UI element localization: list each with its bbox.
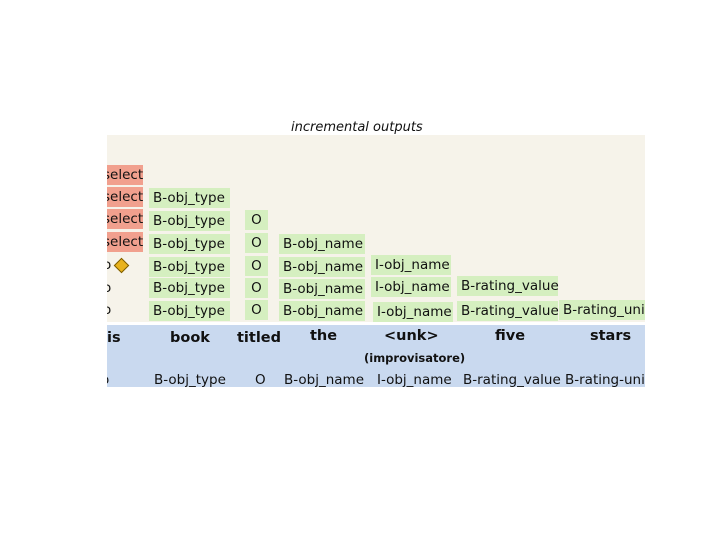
word-the: the [310, 328, 338, 344]
final-output-4: I-obj_name [377, 372, 452, 387]
final-output-2: O [255, 372, 266, 387]
rating-unit-tag: B-rating_uni [559, 300, 645, 320]
word-stars: stars [590, 328, 632, 344]
cut-off-tag: o [107, 280, 112, 296]
obj-type-tag: B-obj_type [149, 278, 230, 298]
select-tag: select [107, 232, 143, 252]
obj-name-tag: B-obj_name [279, 234, 365, 254]
o-tag: O [245, 256, 268, 276]
obj-type-tag: B-obj_type [149, 234, 230, 254]
input-words-band: is book titled the <unk> (improvisatore)… [107, 325, 645, 387]
select-tag: select [107, 165, 143, 185]
o-tag: O [245, 210, 268, 230]
word-unk: <unk> [384, 328, 439, 344]
i-obj-name-tag: I-obj_name [371, 277, 451, 297]
final-output-6: B-rating-uni [565, 372, 645, 387]
diagram-title: incremental outputs [291, 120, 423, 135]
obj-name-tag: B-obj_name [279, 301, 365, 321]
final-output-1: B-obj_type [154, 372, 226, 387]
o-tag: O [245, 278, 268, 298]
diamond-icon [113, 257, 130, 274]
obj-type-tag: B-obj_type [149, 211, 230, 231]
select-tag: select [107, 187, 143, 207]
select-tag: select [107, 209, 143, 229]
rating-value-tag: B-rating_value [457, 276, 559, 296]
obj-type-tag: B-obj_type [149, 188, 230, 208]
word-book: book [170, 330, 210, 346]
final-output-3: B-obj_name [284, 372, 364, 387]
o-tag: O [245, 233, 268, 253]
cut-off-tag: o [107, 257, 112, 273]
incremental-outputs-panel: select select select select o o o B-obj_… [107, 135, 645, 322]
o-tag: O [245, 300, 268, 320]
obj-type-tag: B-obj_type [149, 301, 230, 321]
obj-type-tag: B-obj_type [149, 257, 230, 277]
final-output-5: B-rating_value [463, 372, 561, 387]
cut-off-tag: o [107, 302, 112, 318]
i-obj-name-tag: I-obj_name [371, 255, 451, 275]
word-titled: titled [237, 330, 282, 346]
word-five: five [495, 328, 526, 344]
obj-name-tag: B-obj_name [279, 257, 365, 277]
obj-name-tag: B-obj_name [279, 279, 365, 299]
final-output-0: o [107, 372, 109, 387]
word-unk-original: (improvisatore) [364, 351, 466, 365]
word-is: is [107, 330, 121, 346]
rating-value-tag: B-rating_value [457, 301, 559, 321]
i-obj-name-tag: I-obj_name [373, 302, 453, 322]
